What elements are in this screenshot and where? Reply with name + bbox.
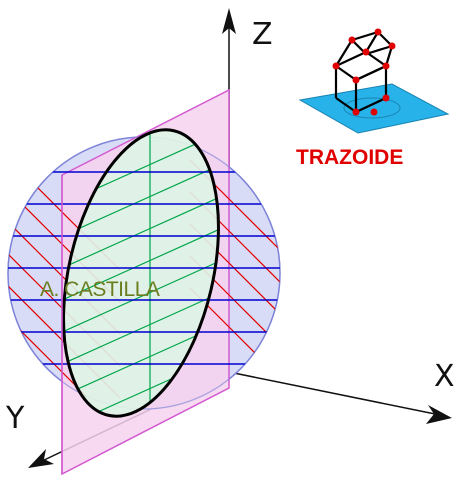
x-axis-label: X bbox=[434, 359, 455, 394]
section-ellipse bbox=[63, 129, 219, 417]
brand-name: TRAZOIDE bbox=[296, 146, 404, 169]
author-label: A. CASTILLA bbox=[40, 278, 160, 301]
z-axis-arrow bbox=[222, 8, 236, 34]
y-axis-arrow bbox=[28, 449, 54, 468]
trazoide-logo bbox=[298, 28, 450, 134]
x-axis-arrow bbox=[426, 405, 452, 424]
x-axis bbox=[228, 371, 441, 416]
z-axis-label: Z bbox=[252, 17, 273, 52]
section-outline bbox=[62, 128, 220, 418]
y-axis-label: Y bbox=[6, 401, 25, 436]
